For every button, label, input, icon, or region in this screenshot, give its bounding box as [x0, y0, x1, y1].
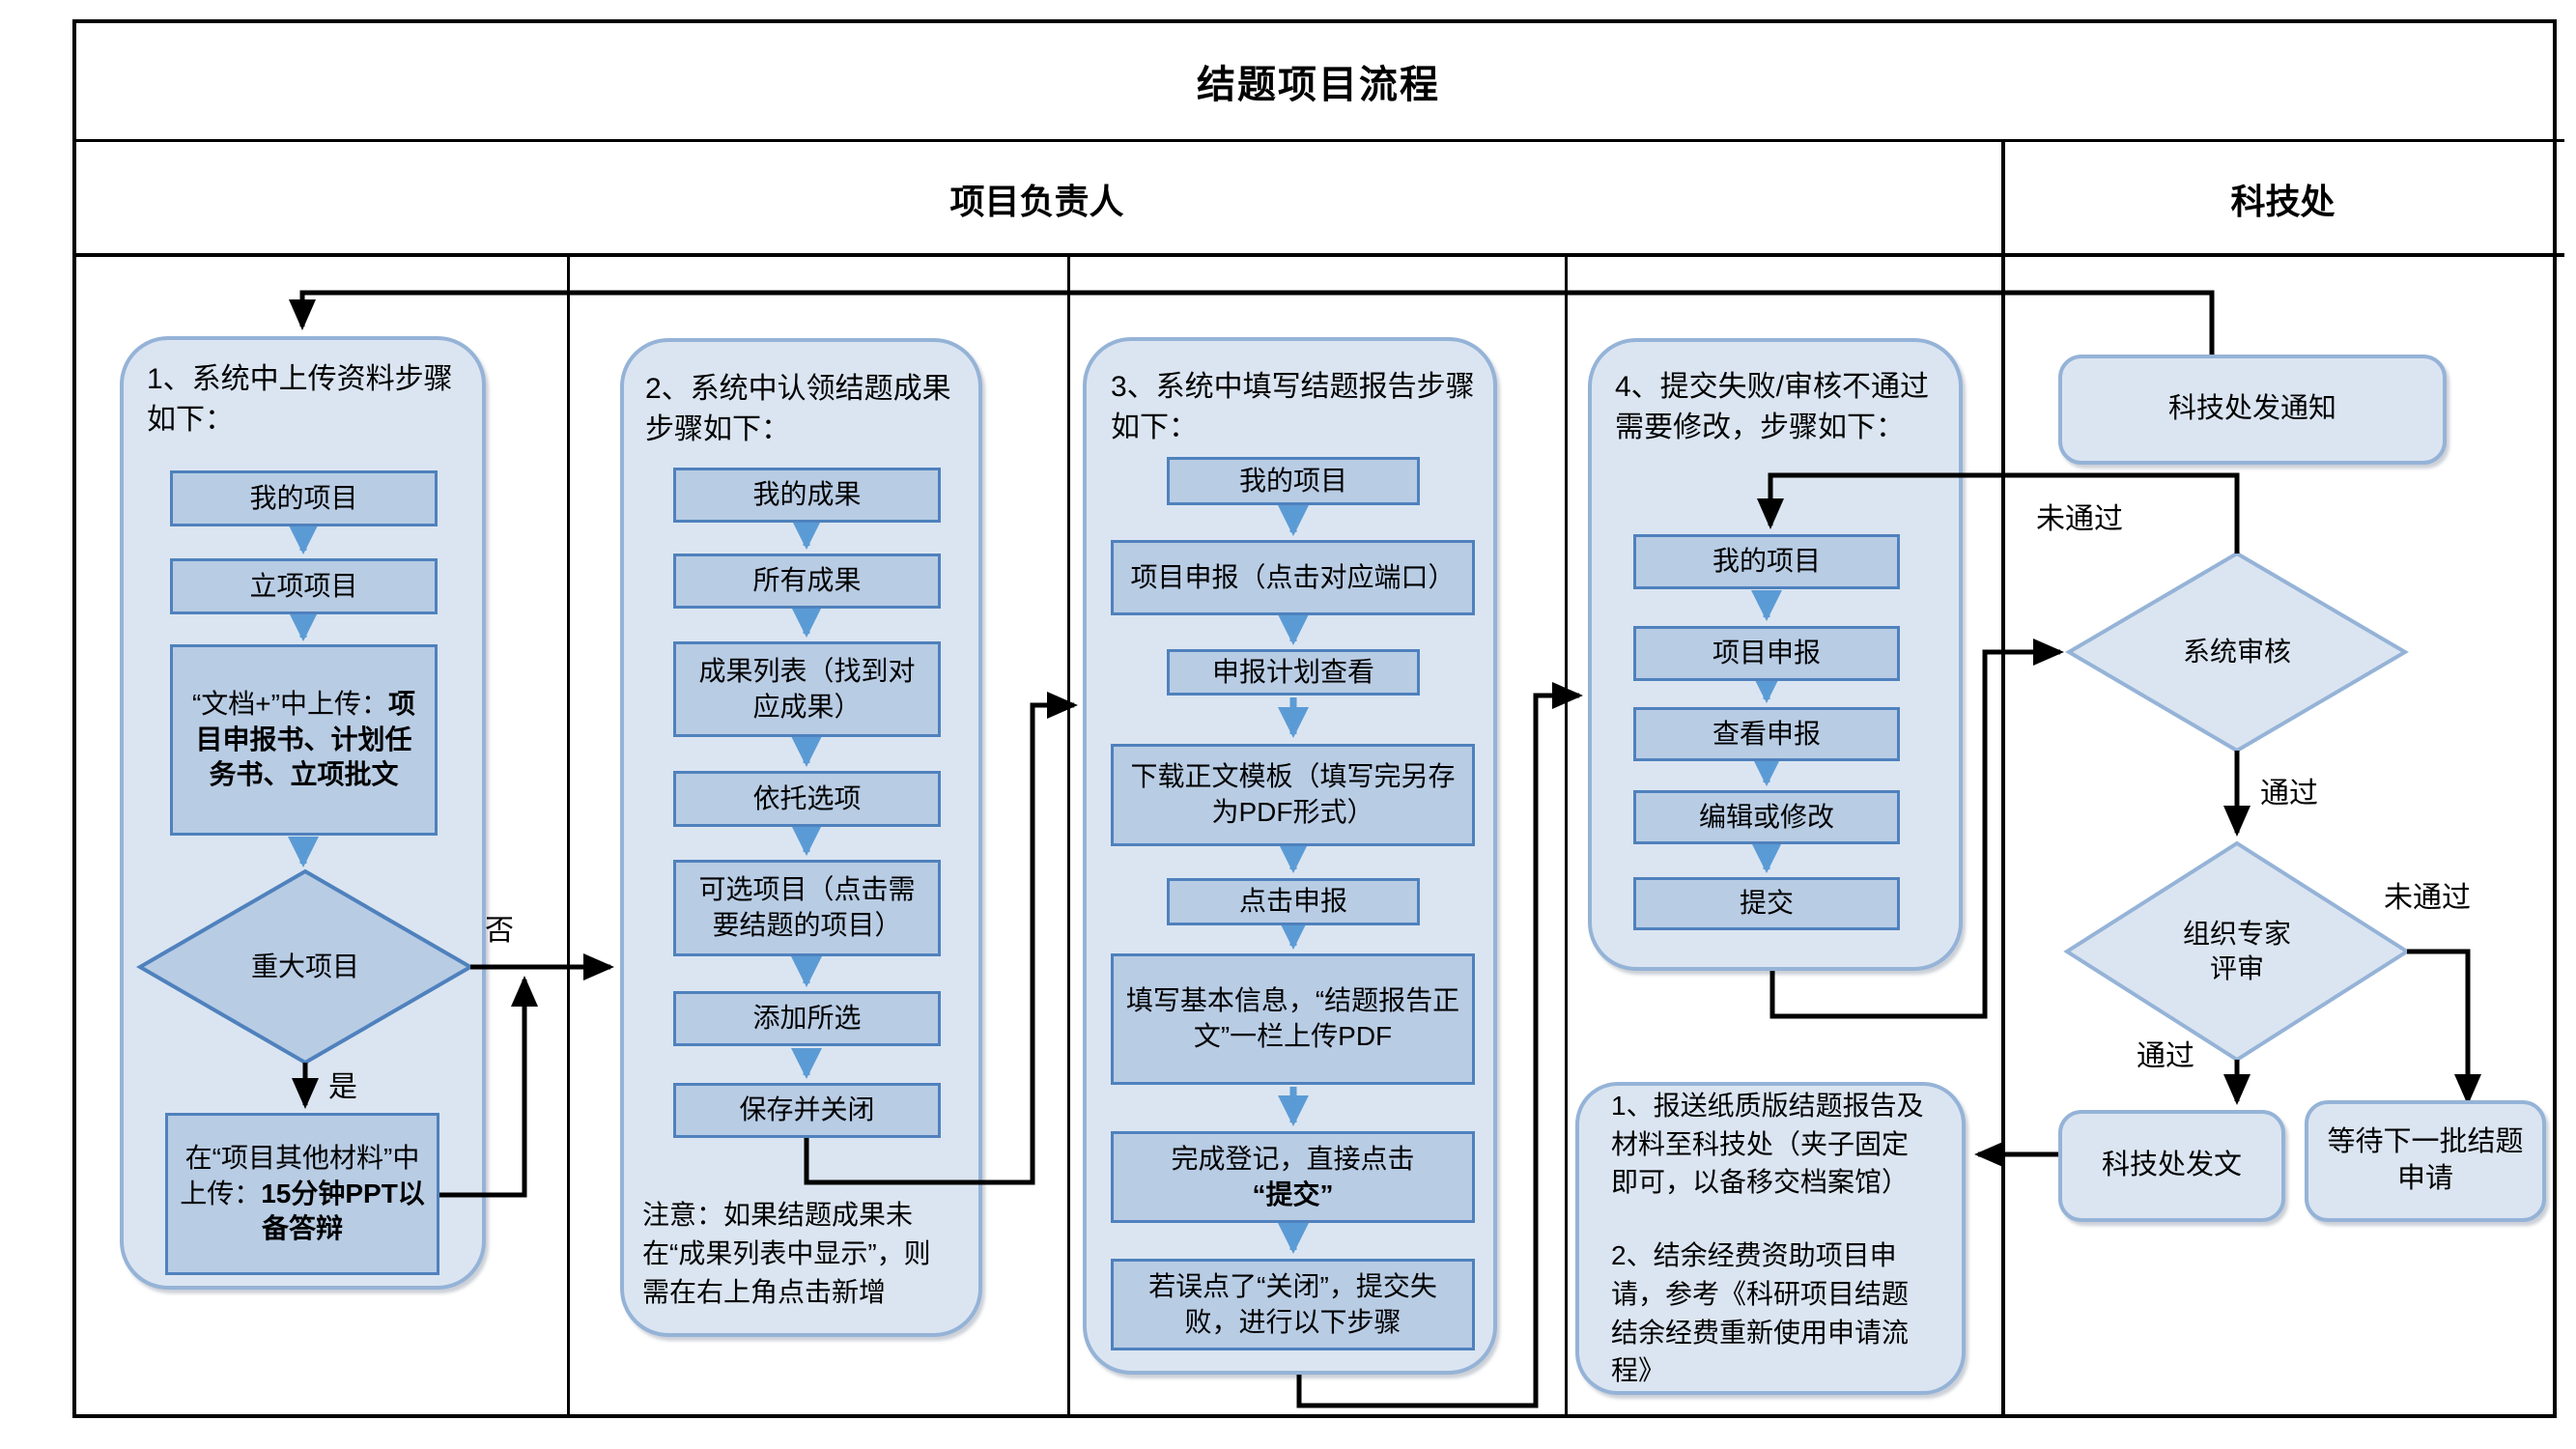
label-no: 否 [485, 915, 514, 947]
step1-box-doc-upload-text: “文档+”中上传： [191, 688, 388, 719]
step1-box-doc-upload-bold: 项目申报书、计划任务书、立项批文 [195, 688, 416, 790]
expert-review-diamond-label: 组织专家评审 [2182, 918, 2291, 983]
step3-box-misclick-close: 若误点了“关闭”，提交失败，进行以下步骤 [1111, 1259, 1475, 1350]
step2-box-rely-option: 依托选项 [673, 771, 941, 827]
connector-review-fail [1757, 472, 2240, 554]
step2-box-my-results: 我的成果 [673, 468, 941, 523]
step1-box-other-material-text: 在“项目其他材料”中上传： [180, 1142, 420, 1208]
office-issue-box: 科技处发文 [2058, 1110, 2285, 1222]
step3-box-fill-info: 填写基本信息，“结题报告正文”一栏上传PDF [1111, 953, 1475, 1085]
label-pass-1: 通过 [2260, 778, 2318, 810]
lane-divider-1 [567, 253, 570, 1418]
step3-header: 3、系统中填写结题报告步骤如下： [1111, 371, 1475, 443]
label-fail-1: 未通过 [2036, 503, 2123, 535]
step2-box-result-list: 成果列表（找到对应成果） [673, 641, 941, 737]
step2-box-save-close: 保存并关闭 [673, 1083, 941, 1138]
step1-box-approved-projects: 立项项目 [170, 558, 438, 614]
lane-header-owner: 项目负责人 [949, 182, 1124, 221]
step3-box-my-projects: 我的项目 [1167, 457, 1420, 505]
step1-header: 1、系统中上传资料步骤如下： [147, 363, 453, 436]
step4-box-project-apply: 项目申报 [1633, 626, 1900, 681]
connector-step3-to-step4 [1296, 682, 1583, 1408]
step2-box-all-results: 所有成果 [673, 554, 941, 609]
step4-box-my-projects: 我的项目 [1633, 534, 1900, 589]
lane-divider-3 [1565, 253, 1568, 1418]
office-notify-box: 科技处发通知 [2058, 355, 2447, 465]
header-row-divider [72, 253, 2564, 257]
title-row-divider [72, 139, 2564, 142]
step1-box-other-material: 在“项目其他材料”中上传：15分钟PPT以备答辩 [165, 1113, 439, 1275]
step3-box-submit-bold: “提交” [1252, 1179, 1334, 1209]
step3-box-submit: 完成登记，直接点击 “提交” [1111, 1131, 1475, 1223]
connector-step1-feedback [439, 976, 538, 1198]
step1-box-other-material-bold: 15分钟PPT以备答辩 [261, 1178, 425, 1244]
lane-divider-office [2001, 139, 2005, 1418]
label-fail-2: 未通过 [2384, 882, 2471, 914]
lane-header-office: 科技处 [2230, 182, 2335, 221]
major-project-diamond-label: 重大项目 [250, 951, 359, 981]
step3-box-submit-text: 完成登记，直接点击 [1171, 1143, 1415, 1174]
step4-note-2: 2、结余经费资助项目申请，参考《科研项目结题结余经费重新使用申请流程》 [1611, 1240, 1910, 1386]
connector-notify-to-step1 [289, 290, 2215, 355]
lane-divider-2 [1067, 253, 1070, 1418]
step2-header: 2、系统中认领结题成果步骤如下： [645, 373, 951, 445]
step4-header: 4、提交失败/审核不通过需要修改，步骤如下： [1615, 371, 1930, 443]
step3-box-project-apply: 项目申报（点击对应端口） [1111, 540, 1475, 615]
page-title: 结题项目流程 [1197, 64, 1440, 106]
step4-box-view-apply: 查看申报 [1633, 707, 1900, 761]
table-outer-border [72, 19, 2557, 1418]
step3-box-click-apply: 点击申报 [1167, 878, 1420, 925]
system-review-diamond-label: 系统审核 [2182, 636, 2291, 667]
connector-expert-fail [2407, 949, 2481, 1105]
step4-note-1: 1、报送纸质版结题报告及材料至科技处（夹子固定即可，以备移交档案馆） [1611, 1090, 1924, 1198]
step1-box-my-projects: 我的项目 [170, 470, 438, 526]
step2-note: 注意：如果结题成果未在“成果列表中显示”，则需在右上角点击新增 [642, 1200, 931, 1307]
step2-box-selectable-projects: 可选项目（点击需要结题的项目） [673, 860, 941, 956]
step4-box-edit-modify: 编辑或修改 [1633, 790, 1900, 844]
label-yes: 是 [328, 1071, 357, 1103]
office-wait-box: 等待下一批结题申请 [2305, 1100, 2546, 1222]
connector-step4-to-review [1769, 639, 2064, 1019]
step4-box-submit: 提交 [1633, 877, 1900, 930]
step3-box-plan-view: 申报计划查看 [1167, 649, 1420, 696]
step4-note-box: 1、报送纸质版结题报告及材料至科技处（夹子固定即可，以备移交档案馆） 2、结余经… [1575, 1082, 1966, 1395]
step2-box-add-selected: 添加所选 [673, 991, 941, 1046]
connector-step2-to-step3 [804, 692, 1078, 1185]
step1-box-doc-upload: “文档+”中上传：项目申报书、计划任务书、立项批文 [170, 644, 438, 836]
label-pass-2: 通过 [2137, 1040, 2194, 1072]
step3-box-download-template: 下载正文模板（填写完另存为PDF形式） [1111, 744, 1475, 846]
